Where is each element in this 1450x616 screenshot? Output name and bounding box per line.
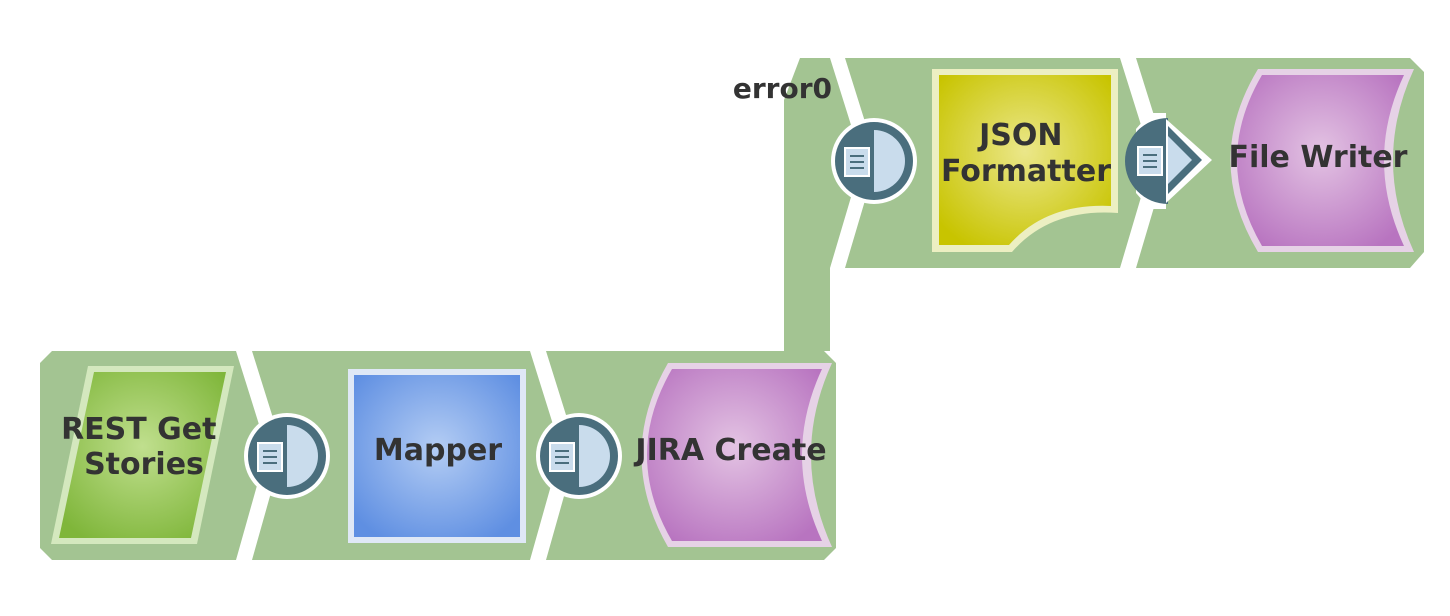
snap-json-formatter[interactable]: JSON Formatter <box>932 69 1118 252</box>
rest-get-stories-label: REST Get Stories <box>61 412 227 482</box>
connector-rest-mapper[interactable] <box>244 413 330 499</box>
snap-mapper[interactable]: Mapper <box>348 369 526 543</box>
error-view-label: error0 <box>733 72 832 105</box>
connector-json-writer[interactable] <box>1125 113 1212 209</box>
connector-mapper-jira[interactable] <box>536 413 622 499</box>
jira-create-label: JIRA Create <box>633 433 826 468</box>
mapper-label: Mapper <box>374 433 502 468</box>
document-icon <box>549 442 575 472</box>
json-formatter-label: JSON Formatter <box>941 118 1111 189</box>
snap-rest-get-stories[interactable]: REST Get Stories <box>51 366 234 544</box>
document-icon <box>844 147 870 177</box>
file-writer-label: File Writer <box>1229 140 1408 175</box>
band-error-branch <box>784 58 862 351</box>
document-icon <box>257 442 283 472</box>
snap-file-writer[interactable]: File Writer <box>1229 69 1414 252</box>
document-icon <box>1137 146 1163 176</box>
connector-error-json[interactable] <box>831 118 917 204</box>
snap-jira-create[interactable]: JIRA Create <box>633 363 832 547</box>
